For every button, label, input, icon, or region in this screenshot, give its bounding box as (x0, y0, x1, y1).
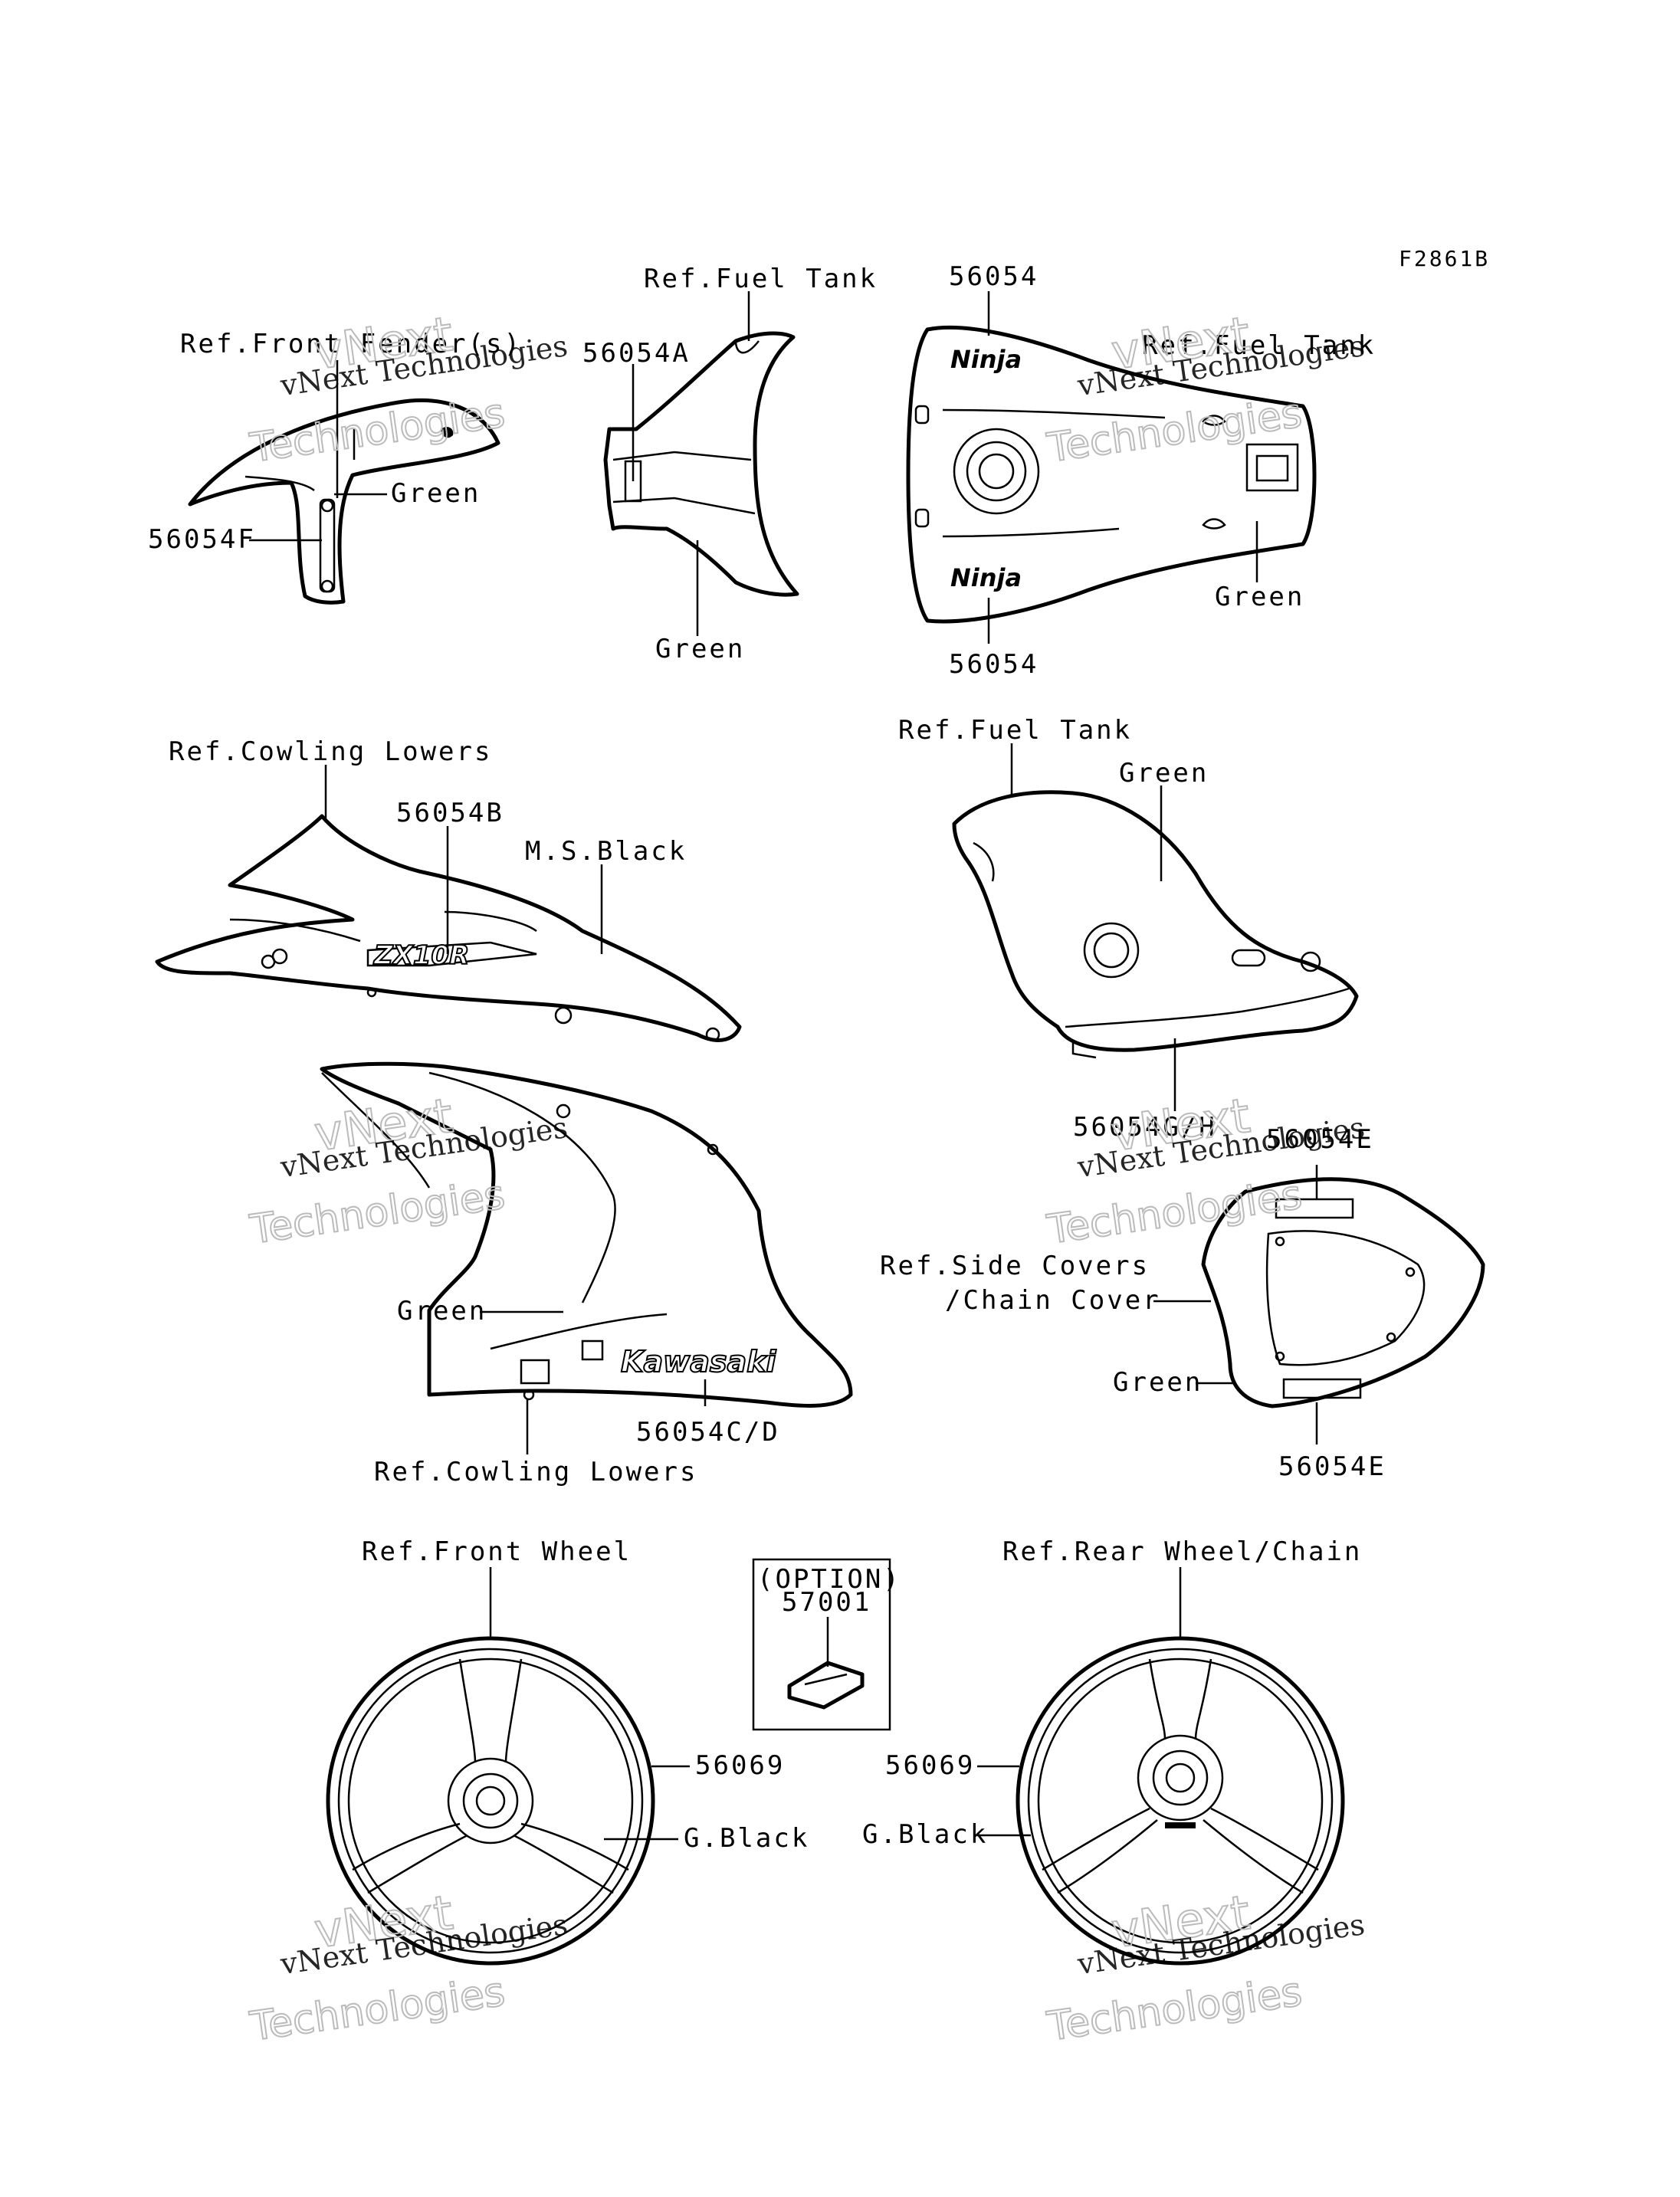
label-ref-fuel-tank-mid: Ref.Fuel Tank (898, 715, 1132, 746)
label-56054E-bottom: 56054E (1278, 1451, 1386, 1482)
label-ref-fuel-tank-right: Ref.Fuel Tank (1142, 330, 1376, 361)
tank-cover-part (603, 331, 799, 597)
rear-wheel-part (1016, 1636, 1345, 1966)
option-box (752, 1558, 891, 1731)
front-wheel-part (326, 1636, 655, 1966)
label-ref-fuel-tank-top: Ref.Fuel Tank (644, 264, 878, 294)
label-chain-cover: /Chain Cover (945, 1285, 1161, 1316)
option-part (787, 1661, 865, 1710)
ninja-decal-bottom: Ninja (950, 563, 1022, 592)
label-green-seat: Green (1113, 1367, 1203, 1398)
label-ref-front-wheel: Ref.Front Wheel (362, 1536, 632, 1567)
label-green-tank-cover: Green (655, 634, 745, 664)
label-ref-rear-wheel: Ref.Rear Wheel/Chain (1002, 1536, 1362, 1567)
label-ms-black: M.S.Black (525, 836, 687, 867)
fuel-tank-top-part: Ninja Ninja (906, 325, 1317, 624)
ninja-decal-top: Ninja (950, 345, 1022, 374)
label-g-black-right: G.Black (862, 1819, 988, 1850)
fuel-tank-side-part (952, 790, 1359, 1059)
label-56054F: 56054F (148, 524, 256, 555)
label-ref-front-fender: Ref.Front Fender(s) (180, 329, 522, 359)
zx10r-decal: ZX10R (373, 940, 469, 971)
label-green-tank-side: Green (1119, 758, 1209, 789)
label-56069-right: 56069 (885, 1750, 975, 1781)
seat-cowl-part (1201, 1177, 1485, 1408)
label-56054A: 56054A (582, 338, 691, 369)
svg-text:Technologies: Technologies (247, 1172, 507, 1253)
figure-code: F2861B (1399, 246, 1490, 271)
label-g-black-left: G.Black (684, 1823, 809, 1854)
label-56054-bottom: 56054 (949, 649, 1039, 680)
front-fender-part (188, 398, 500, 605)
lower-cowling-part: Kawasaki (320, 1061, 853, 1408)
label-option: (OPTION) (757, 1564, 901, 1595)
label-ref-cowling-lowers-bottom: Ref.Cowling Lowers (374, 1457, 697, 1487)
label-56054CD: 56054C/D (636, 1417, 780, 1448)
label-56054B: 56054B (396, 798, 504, 828)
svg-text:Technologies: Technologies (247, 1969, 507, 2050)
label-57001: 57001 (782, 1587, 871, 1618)
svg-text:Technologies: Technologies (1044, 1969, 1304, 2050)
watermark-top-left: vNext vNext Technologies Technologies (246, 305, 569, 473)
label-56069-left: 56069 (695, 1750, 785, 1781)
watermark-top-right: vNext vNext Technologies Technologies (1043, 305, 1367, 473)
label-green-cowl: Green (397, 1296, 487, 1326)
label-ref-side-covers: Ref.Side Covers (880, 1251, 1150, 1281)
kawasaki-decal: Kawasaki (621, 1345, 776, 1379)
label-green-tank: Green (1215, 582, 1304, 612)
label-ref-cowling-lowers-top: Ref.Cowling Lowers (169, 736, 492, 767)
label-56054GH: 56054G/H (1073, 1112, 1217, 1143)
label-green-fender: Green (391, 478, 481, 509)
label-56054E-top: 56054E (1266, 1124, 1374, 1155)
label-56054-top: 56054 (949, 261, 1039, 292)
